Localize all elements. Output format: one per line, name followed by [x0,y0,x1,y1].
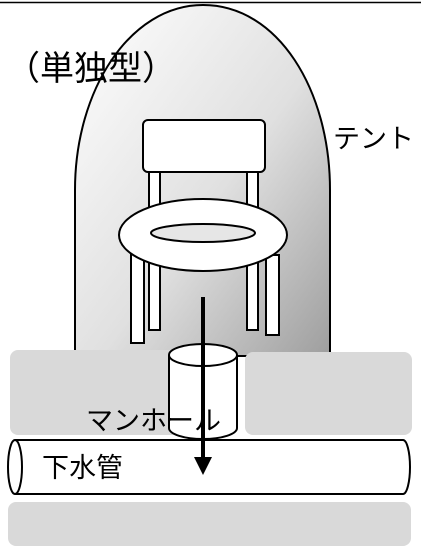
sewer-pipe [15,439,411,495]
toilet-seat-hole [150,223,256,243]
ground-block-left [10,350,180,435]
flow-arrow-head [194,457,212,475]
type-label: （単独型） [6,49,176,89]
ground-block-right [245,352,412,435]
sewer-pipe-end [7,439,23,495]
chair-leg-front-right [265,254,280,336]
sewer-pipe-label: 下水管 [42,453,123,484]
manhole-label: マンホール [86,406,221,437]
tent-label: テント [333,124,414,155]
ground-block-bottom [8,502,411,546]
chair-backrest [142,119,266,173]
